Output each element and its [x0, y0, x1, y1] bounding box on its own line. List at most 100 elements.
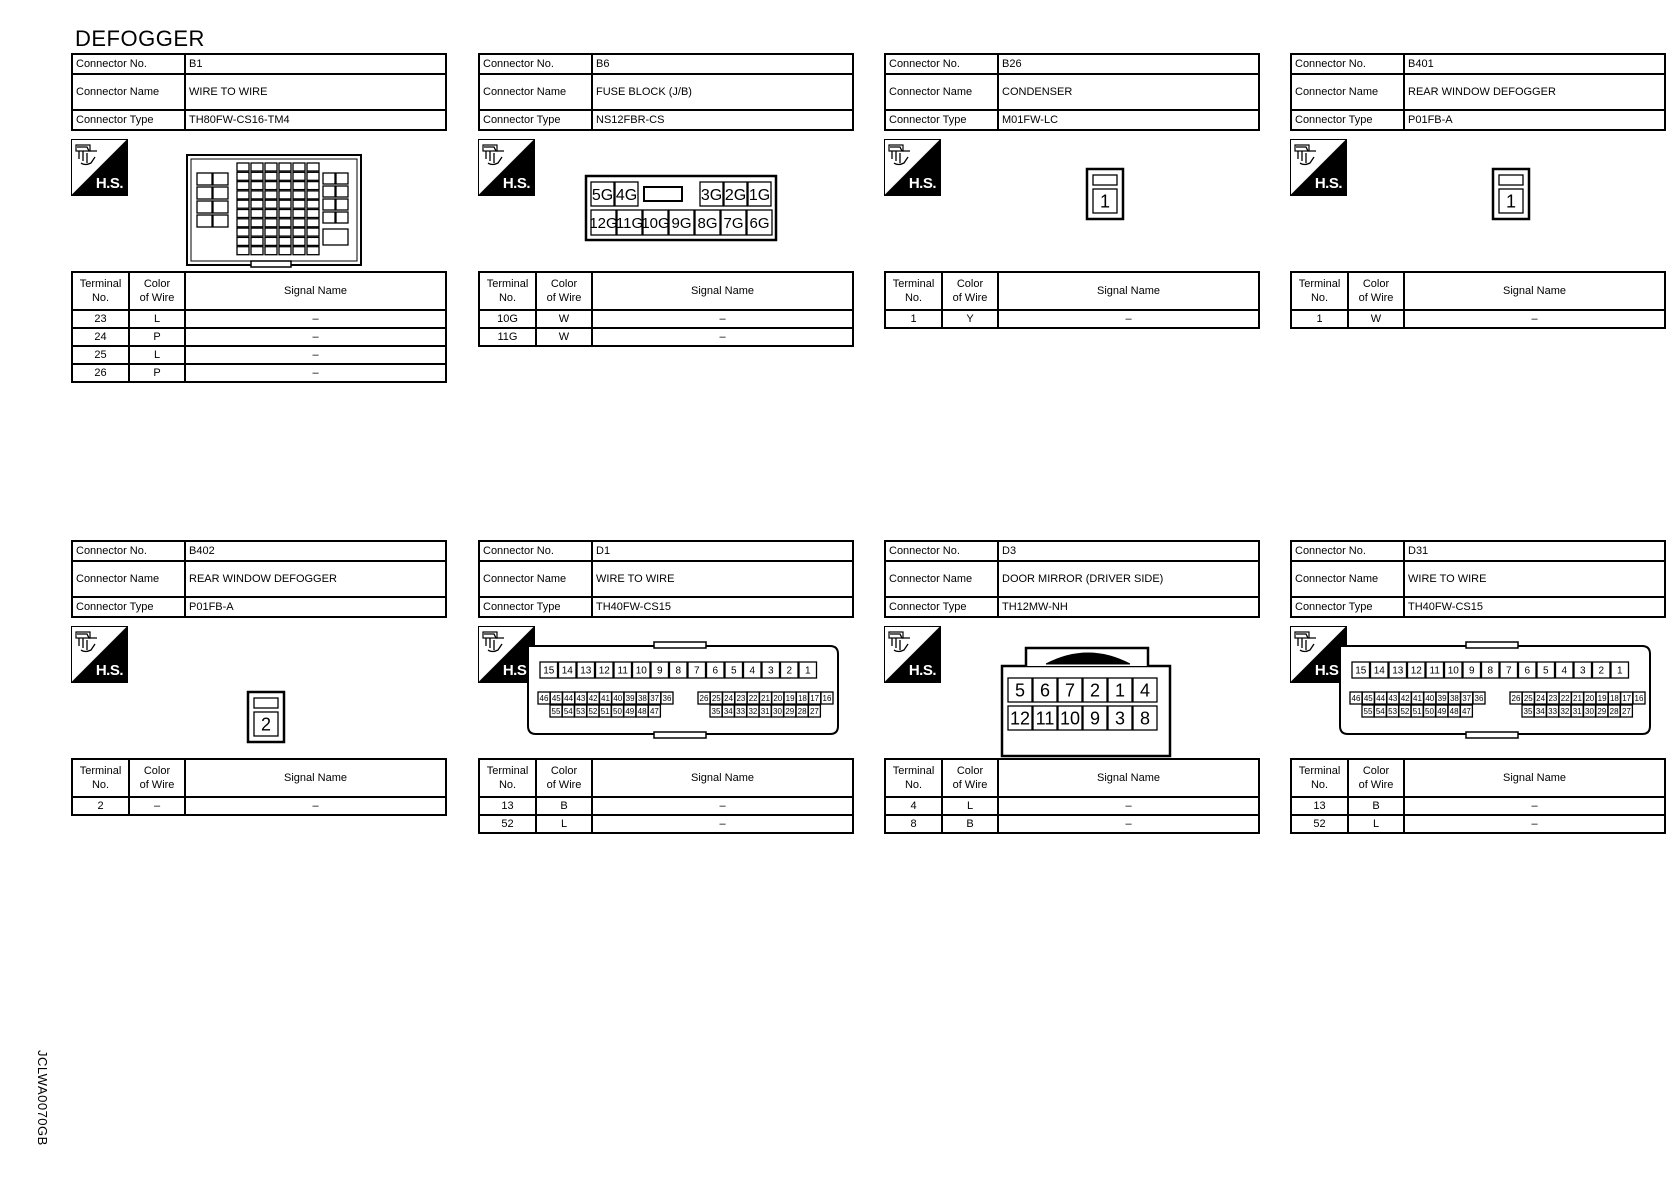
pin-24: 24 [1533, 691, 1548, 705]
signal-name-cell: – [184, 309, 447, 329]
pin-cavity [306, 190, 320, 200]
pin-10: 10 [1057, 705, 1083, 731]
harness-side-icon: H.S. [478, 139, 535, 196]
pin-29: 29 [1595, 704, 1609, 718]
diagram-code: JCLWA0070GB [35, 1050, 50, 1146]
svg-text:6: 6 [1524, 666, 1530, 677]
pin-26: 26 [1509, 691, 1523, 705]
pin-cavity [212, 214, 229, 228]
wire-color-cell: W [1347, 309, 1405, 329]
hs-label: H.S. [1314, 662, 1343, 679]
pin-15: 15 [539, 661, 559, 679]
pin-48: 48 [1447, 704, 1461, 718]
connector-type-label: Connector Type [71, 596, 186, 618]
wire-color-cell: W [535, 327, 593, 347]
connector-hand-icon [888, 631, 910, 653]
harness-side-icon: H.S. [71, 626, 128, 683]
pin-5G: 5G [590, 181, 615, 207]
terminal-no-cell: 10G [478, 309, 537, 329]
svg-text:9G: 9G [671, 215, 691, 232]
connector-diagram: H.S. 1 [884, 131, 1260, 271]
svg-text:41: 41 [601, 694, 610, 703]
pin-7: 7 [687, 661, 707, 679]
pin-11: 11 [1032, 705, 1058, 731]
connector-name-label: Connector Name [478, 73, 593, 111]
signal-name-cell: – [591, 814, 854, 834]
svg-text:2: 2 [261, 714, 271, 734]
svg-text:15: 15 [1355, 666, 1367, 677]
pin-cavity [196, 172, 213, 186]
pin-cavity [264, 246, 278, 256]
table-row: 11G W – [478, 327, 854, 347]
svg-text:15: 15 [543, 666, 555, 677]
svg-text:1: 1 [805, 666, 811, 677]
pin-50: 50 [610, 704, 625, 718]
connector-type-value: TH40FW-CS15 [1403, 596, 1666, 618]
svg-text:39: 39 [1438, 694, 1447, 703]
pin-33: 33 [733, 704, 748, 718]
svg-text:28: 28 [798, 707, 807, 716]
page-title: DEFOGGER [75, 26, 205, 51]
svg-text:5: 5 [731, 666, 737, 677]
pin-25: 25 [709, 691, 723, 705]
pin-36: 36 [1472, 691, 1486, 705]
svg-text:43: 43 [576, 694, 585, 703]
terminal-no-cell: 1 [1290, 309, 1349, 329]
svg-text:6: 6 [712, 666, 718, 677]
pin-cavity [278, 162, 292, 172]
connector-name-value: CONDENSER [997, 73, 1260, 111]
pin-8G: 8G [694, 209, 721, 236]
pin-cavity [236, 246, 250, 256]
signal-name-cell: – [591, 327, 854, 347]
pin-cavity [306, 162, 320, 172]
pin-cavity [306, 218, 320, 228]
svg-text:40: 40 [613, 694, 622, 703]
svg-text:10: 10 [1448, 666, 1460, 677]
pin-42: 42 [1398, 691, 1412, 705]
signal-name-header: Signal Name [1403, 758, 1666, 798]
svg-text:2: 2 [1090, 680, 1100, 700]
connector-name-value: FUSE BLOCK (J/B) [591, 73, 854, 111]
pin-cavity [250, 190, 264, 200]
svg-text:45: 45 [552, 694, 561, 703]
wire-color-cell: Y [941, 309, 999, 329]
pin-cavity [250, 180, 264, 191]
pin-cavity [306, 171, 320, 181]
pin-cavity [278, 199, 292, 209]
pin-cavity [292, 199, 306, 209]
svg-text:51: 51 [601, 707, 610, 716]
svg-text:3: 3 [1115, 708, 1125, 728]
wire-color-cell: – [128, 796, 186, 816]
pin-49: 49 [623, 704, 637, 718]
svg-text:6G: 6G [749, 215, 769, 232]
pin-46: 46 [537, 691, 551, 705]
pin-30: 30 [1582, 704, 1597, 718]
connector-no-value: D31 [1403, 540, 1666, 562]
pin-20: 20 [1583, 691, 1597, 705]
pin-37: 37 [1460, 691, 1474, 705]
pin-39: 39 [1435, 691, 1449, 705]
connector-header: Connector No. B6 Connector Name FUSE BLO… [478, 53, 854, 131]
pin-cavity [278, 246, 292, 256]
connector-name-label: Connector Name [71, 73, 186, 111]
svg-text:55: 55 [552, 707, 561, 716]
table-row: 52 L – [478, 814, 854, 834]
svg-text:46: 46 [540, 694, 549, 703]
pin-cavity [250, 236, 264, 247]
signal-name-cell: – [997, 309, 1260, 329]
terminal-no-cell: 52 [1290, 814, 1349, 834]
pin-32: 32 [1558, 704, 1572, 718]
pin-29: 29 [783, 704, 797, 718]
connector-no-label: Connector No. [71, 540, 186, 562]
connector-header: Connector No. D1 Connector Name WIRE TO … [478, 540, 854, 618]
svg-text:33: 33 [1548, 707, 1557, 716]
pin-cavity [335, 185, 349, 198]
pin-52: 52 [586, 704, 600, 718]
connector-header: Connector No. B1 Connector Name WIRE TO … [71, 53, 447, 131]
